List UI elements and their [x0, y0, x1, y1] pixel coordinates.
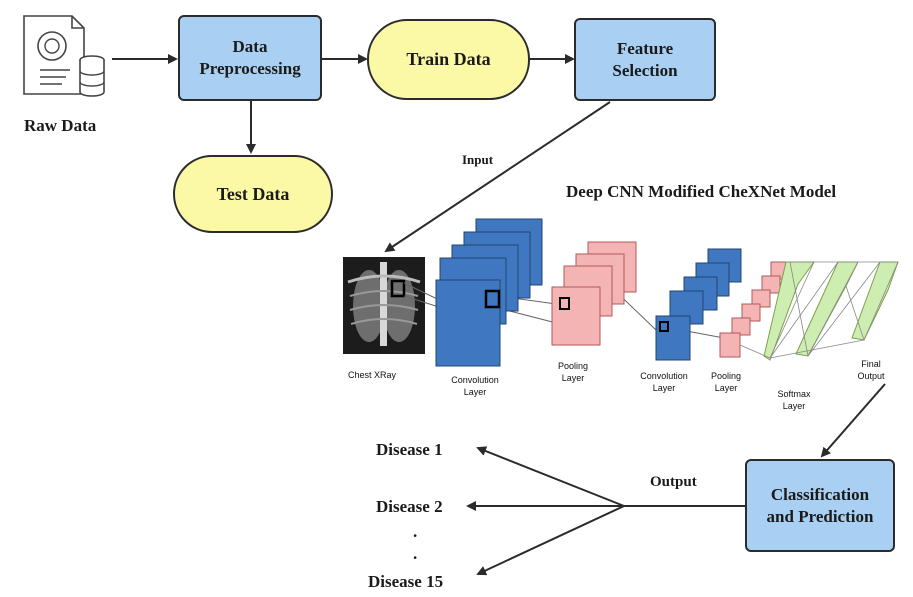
chest-xray-image	[343, 257, 425, 354]
ellipsis-dot-2: .	[413, 544, 418, 563]
raw-data-icon	[23, 15, 105, 97]
input-label: Input	[462, 152, 494, 167]
pool-layer-1	[551, 241, 637, 346]
conv2-label: Convolution Layer	[640, 371, 688, 393]
conv-layer-1	[435, 218, 543, 367]
train-data-box: Train Data	[367, 19, 530, 100]
arrow-feature-to-model	[384, 101, 611, 253]
chest-xray-label: Chest XRay	[348, 370, 397, 380]
output-label: Output	[650, 474, 697, 490]
classification-box: Classification and Prediction	[745, 459, 895, 552]
ellipsis-dot-1: .	[413, 522, 418, 541]
arrow-final-to-classification	[820, 383, 886, 458]
softmax-label: Softmax Layer	[777, 389, 811, 411]
feature-selection-box: Feature Selection	[574, 18, 716, 101]
model-title: Deep CNN Modified CheXNet Model	[566, 182, 837, 201]
arrow-to-disease-15	[476, 505, 625, 576]
pool1-label: Pooling Layer	[557, 361, 589, 383]
conv1-label: Convolution Layer	[451, 375, 499, 397]
pool2-label: Pooling Layer	[710, 371, 742, 393]
disease-2-label: Disease 2	[376, 497, 443, 516]
test-data-box: Test Data	[173, 155, 333, 233]
raw-data-label: Raw Data	[24, 116, 97, 135]
final-output-label: Final Output	[857, 359, 885, 381]
softmax-layers	[739, 261, 899, 361]
conv-layer-2	[655, 248, 742, 361]
disease-1-label: Disease 1	[376, 440, 443, 459]
data-preprocessing-box: Data Preprocessing	[178, 15, 322, 101]
disease-15-label: Disease 15	[368, 572, 444, 591]
arrow-to-disease-1	[476, 446, 625, 507]
pool-layer-2	[719, 261, 790, 358]
